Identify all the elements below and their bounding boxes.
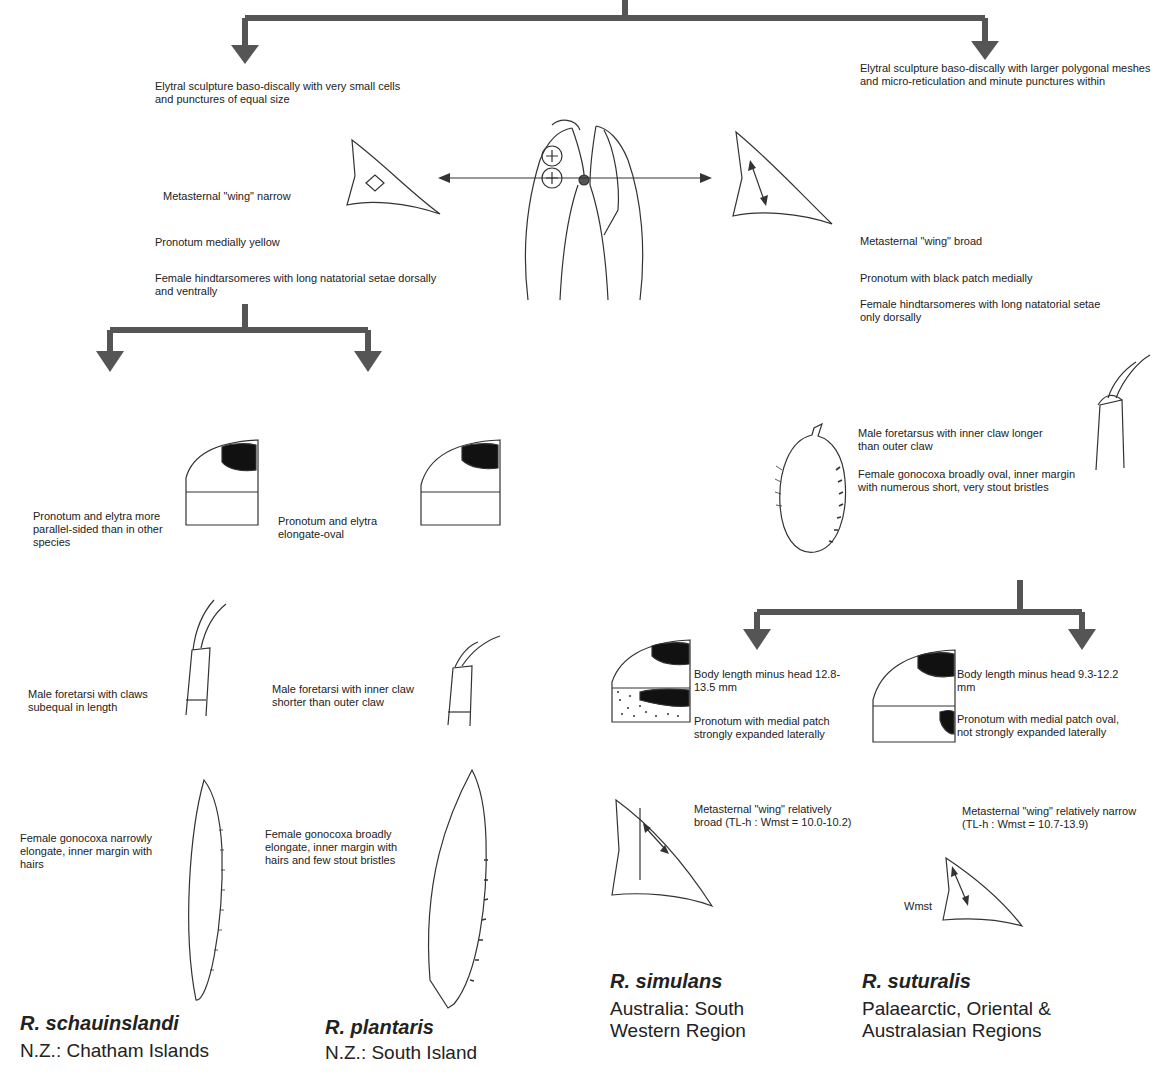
character-text: Pronotum with medial patch strongly expa… (694, 715, 844, 741)
character-text: Pronotum with medial patch oval, not str… (957, 713, 1132, 739)
foretarsus-claw (1096, 355, 1150, 470)
beetle-underside (525, 120, 642, 300)
metasternal-wing (347, 132, 832, 224)
branch-arrows (96, 0, 1096, 650)
foretarsus-claw (186, 600, 500, 726)
character-text: Male foretarsus with inner claw longer t… (858, 427, 1063, 453)
character-text: Pronotum and elytra elongate-oval (278, 515, 416, 541)
character-text: Metasternal "wing" broad (860, 235, 1060, 248)
character-text: Body length minus head 9.3-12.2 mm (957, 668, 1137, 694)
distribution-text: Australia: South Western Region (610, 998, 760, 1042)
distribution-text: N.Z.: Chatham Islands (20, 1040, 280, 1062)
character-text: Female gonocoxa broadly elongate, inner … (265, 828, 417, 867)
character-text: Elytral sculpture baso-discally with ver… (155, 80, 410, 106)
character-text: Pronotum medially yellow (155, 236, 355, 249)
gonocoxa-oval (775, 424, 846, 552)
species-name: R. suturalis (862, 970, 971, 993)
species-name: R. simulans (610, 970, 722, 993)
character-text: Metasternal "wing" relatively narrow (TL… (962, 805, 1142, 831)
character-text: Body length minus head 12.8-13.5 mm (694, 668, 859, 694)
distribution-text: N.Z.: South Island (325, 1042, 545, 1064)
metasternal-wing (612, 800, 1022, 926)
species-name: R. plantaris (325, 1016, 434, 1039)
character-text: Elytral sculpture baso-discally with lar… (860, 62, 1152, 88)
double-arrow (438, 173, 712, 183)
character-text: Metasternal "wing" relatively broad (TL-… (694, 803, 859, 829)
character-text: Pronotum and elytra more parallel-sided … (33, 510, 183, 549)
pronotum-sketch (186, 440, 500, 525)
character-text: Male foretarsi with inner claw shorter t… (272, 683, 437, 709)
pronotum-sketch (612, 640, 955, 742)
character-text: Pronotum with black patch medially (860, 272, 1110, 285)
character-text: Metasternal "wing" narrow (163, 190, 348, 203)
distribution-text: Palaearctic, Oriental & Australasian Reg… (862, 998, 1152, 1042)
dimension-label: Wmst (904, 900, 932, 913)
character-text: Male foretarsi with claws subequal in le… (28, 688, 178, 714)
gonocoxa-elongate (189, 770, 488, 1008)
character-text: Female hindtarsomeres with long natatori… (155, 272, 445, 298)
character-text: Female gonocoxa narrowly elongate, inner… (20, 832, 172, 871)
character-text: Female hindtarsomeres with long natatori… (860, 298, 1110, 324)
character-text: Female gonocoxa broadly oval, inner marg… (858, 468, 1076, 494)
species-name: R. schauinslandi (20, 1012, 179, 1035)
